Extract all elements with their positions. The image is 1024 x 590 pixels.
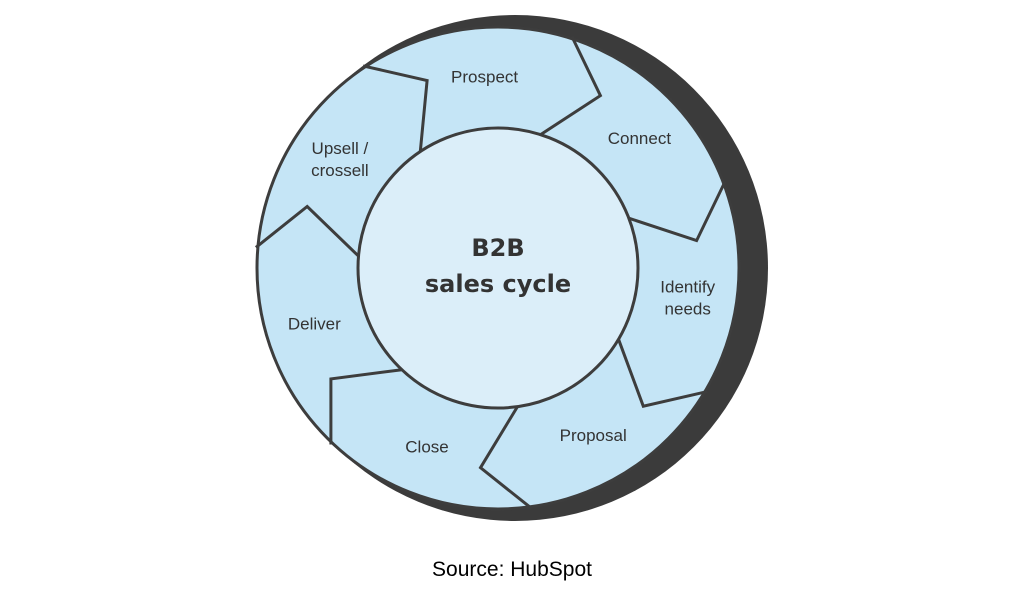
segment-divider <box>254 204 360 258</box>
stage-label: Prospect <box>451 68 518 87</box>
stage-label-line: Identify <box>660 278 715 297</box>
center-title-line2: sales cycle <box>425 270 571 298</box>
stage-label: Deliver <box>288 315 341 334</box>
center-circle <box>356 126 640 410</box>
stage-label-line: Close <box>405 437 448 456</box>
segment-divider <box>539 35 603 136</box>
segment-divider <box>362 64 429 152</box>
segment-divider <box>628 180 727 243</box>
stage-label: Proposal <box>560 426 627 445</box>
segment-dividers <box>254 35 727 510</box>
stage-label: Connect <box>608 129 672 148</box>
stage-label-line: Connect <box>608 129 672 148</box>
stage-label: Close <box>405 437 448 456</box>
stage-label-line: Deliver <box>288 315 341 334</box>
source-caption: Source: HubSpot <box>432 558 592 581</box>
stage-label-line: Proposal <box>560 426 627 445</box>
segment-divider <box>329 368 402 445</box>
center-title-line1: B2B <box>471 234 524 262</box>
segment-divider <box>617 338 708 408</box>
stage-label-line: crossell <box>311 161 369 180</box>
stage-label-line: Upsell / <box>312 139 369 158</box>
segment-divider <box>478 405 533 510</box>
stage-label: Upsell / crossell <box>311 139 369 180</box>
stage-label: Identify needs <box>660 278 715 319</box>
stage-label-line: Prospect <box>451 68 518 87</box>
stage-label-line: needs <box>665 300 711 319</box>
